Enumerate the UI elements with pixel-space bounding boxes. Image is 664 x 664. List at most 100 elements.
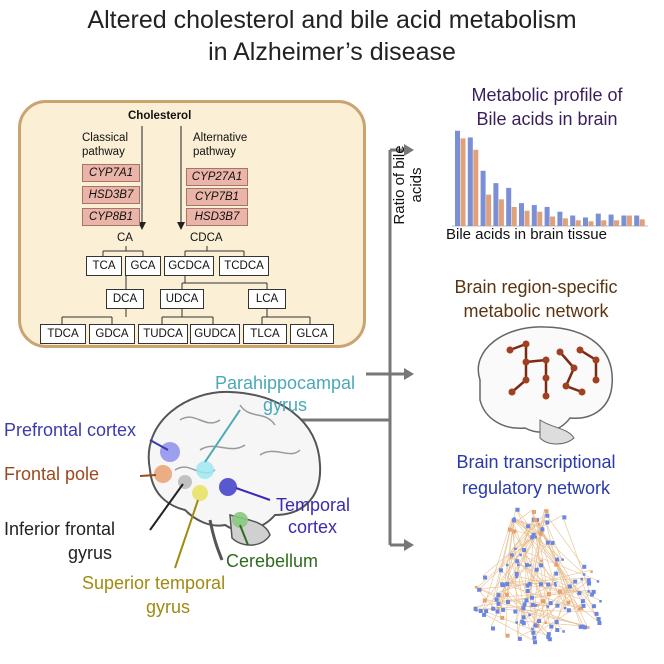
network-edge	[515, 507, 541, 560]
network-node	[532, 635, 537, 640]
network-edge	[482, 553, 510, 576]
network-node	[582, 625, 587, 630]
network-node	[573, 579, 578, 584]
network-node	[527, 582, 532, 587]
superior-temporal-label-2: gyrus	[146, 597, 191, 617]
network-node	[579, 606, 584, 611]
box-lca: LCA	[248, 289, 286, 309]
network-node	[515, 621, 518, 624]
network-edge	[509, 555, 515, 573]
network-node	[530, 535, 535, 540]
bar-series2-14	[626, 215, 632, 226]
network-edge	[545, 520, 562, 559]
network-edge	[498, 568, 537, 605]
network-node	[531, 627, 534, 631]
network-edge	[539, 559, 568, 609]
network-node	[581, 603, 586, 608]
network-node	[500, 582, 505, 587]
network-node	[478, 609, 483, 614]
network-node	[531, 532, 536, 537]
network-node	[521, 606, 526, 611]
box-tcdca: TCDCA	[219, 256, 269, 276]
frontal-pole-label: Frontal pole	[4, 464, 100, 484]
inferior-frontal-label-2: gyrus	[68, 543, 113, 563]
network-edge	[557, 589, 591, 593]
bar-series2-2	[473, 149, 479, 226]
network-node	[515, 507, 520, 512]
network-edge	[532, 603, 582, 636]
network-node	[578, 624, 583, 629]
network-node	[562, 630, 565, 633]
network-node	[540, 559, 543, 563]
network-edge	[547, 600, 567, 638]
network-node	[512, 529, 517, 534]
network-node	[533, 517, 538, 522]
network-node	[517, 563, 520, 567]
bar-series2-4	[498, 199, 504, 226]
metabolic-profile-title-2: Bile acids in brain	[476, 109, 618, 129]
network-node	[528, 564, 532, 567]
box-tudca: TUDCA	[138, 324, 188, 344]
parahippocampal-label-1: Parahippocampal	[214, 373, 356, 393]
bar-series2-15	[639, 219, 645, 226]
bar-series2-6	[524, 210, 530, 226]
bar-series1-8	[544, 206, 550, 226]
network-node	[535, 623, 540, 628]
network-edge	[530, 517, 534, 603]
network-node	[501, 607, 506, 612]
network-node	[596, 580, 600, 583]
network-node	[525, 583, 530, 588]
network-node	[477, 587, 482, 592]
network-node	[554, 571, 559, 576]
box-glca: GLCA	[290, 324, 334, 344]
network-node	[504, 592, 509, 597]
network-edge	[527, 581, 581, 600]
enzyme-hsd3b7-classical: HSD3B7	[82, 186, 140, 204]
network-node	[544, 621, 548, 624]
network-edge	[540, 509, 545, 528]
title-line-1: Altered cholesterol and bile acid metabo…	[87, 6, 577, 34]
ca-label: CA	[117, 232, 133, 244]
bar-series1-6	[519, 203, 524, 226]
prefrontal-cortex-label: Prefrontal cortex	[4, 420, 137, 440]
network-edge	[479, 588, 579, 626]
network-node	[519, 553, 522, 557]
network-node	[555, 603, 560, 608]
network-node	[494, 597, 499, 602]
bar-series2-12	[601, 220, 607, 226]
network-edge	[548, 571, 555, 602]
bar-series1-1	[455, 130, 460, 226]
network-edge	[496, 563, 529, 603]
network-edge	[517, 630, 532, 638]
network-node	[496, 606, 500, 610]
network-edge	[579, 589, 592, 607]
network-node	[491, 606, 496, 611]
network-node	[531, 630, 536, 635]
network-node	[550, 540, 555, 545]
bar-series2-7	[537, 211, 543, 226]
network-node	[546, 635, 551, 640]
bar-series2-5	[511, 206, 517, 226]
network-node	[521, 615, 526, 620]
alternative-label-1: Alternative	[193, 132, 248, 144]
network-edge	[521, 620, 579, 626]
network-node	[554, 562, 559, 567]
network-edge	[555, 584, 569, 604]
network-node	[545, 513, 550, 518]
network-node	[483, 575, 488, 580]
network-node	[557, 589, 562, 594]
bar-series2-10	[575, 220, 581, 226]
network-edge	[490, 517, 514, 607]
bar-series1-2	[467, 137, 473, 226]
network-node	[591, 604, 596, 609]
network-node	[590, 592, 595, 597]
transcriptional-network-title-1: Brain transcriptional	[456, 452, 616, 472]
network-edge	[538, 563, 580, 607]
network-node	[484, 609, 489, 614]
network-node	[563, 606, 567, 610]
bar-series2-9	[562, 218, 568, 226]
network-node	[566, 608, 571, 613]
